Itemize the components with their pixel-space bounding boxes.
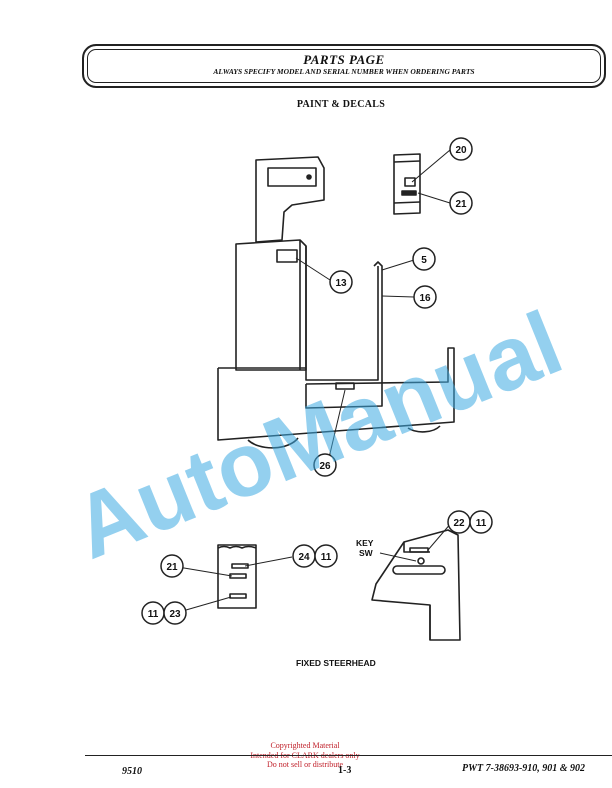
callout-22: 22	[453, 518, 465, 529]
callout-5: 5	[421, 255, 427, 266]
callout-11: 11	[321, 552, 332, 563]
key-switch-label-line2: SW	[359, 548, 374, 558]
steerhead-left-view	[217, 544, 257, 609]
inset-top-panel	[393, 153, 421, 215]
callout-11: 11	[148, 609, 159, 620]
callout-26: 26	[319, 461, 331, 472]
key-switch-label-line1: KEY	[356, 538, 374, 548]
footer-model: PWT 7-38693-910, 901 & 902	[462, 763, 586, 774]
page-number: 1-3	[338, 765, 352, 776]
rear-panel	[305, 246, 379, 381]
section-title: PAINT & DECALS	[296, 99, 386, 110]
callout-21: 21	[455, 199, 467, 210]
callout-11: 11	[476, 518, 487, 529]
figure-caption: FIXED STEERHEAD	[296, 658, 376, 668]
parts-page-header: PARTS PAGE ALWAYS SPECIFY MODEL AND SERI…	[82, 44, 606, 88]
callout-20: 20	[455, 145, 467, 156]
header-subtitle: ALWAYS SPECIFY MODEL AND SERIAL NUMBER W…	[213, 67, 475, 76]
callout-23: 23	[169, 609, 181, 620]
callout-21: 21	[166, 562, 178, 573]
stamp-line-1: Copyrighted Material	[270, 741, 340, 750]
stamp-line-3: Do not sell or distribute	[267, 760, 343, 769]
truck-body	[235, 239, 307, 371]
steerhead-shape	[255, 156, 325, 243]
left-wheel	[247, 437, 299, 449]
right-wheel	[407, 425, 441, 433]
chassis-decal-26	[335, 382, 355, 390]
chassis	[217, 347, 455, 441]
footer-rule	[85, 755, 612, 756]
steerhead-decal	[267, 167, 317, 187]
steerhead-right-view	[371, 529, 461, 641]
footer-code: 9510	[122, 766, 142, 777]
header-title: PARTS PAGE	[303, 52, 385, 67]
callout-16: 16	[419, 293, 431, 304]
callout-13: 13	[335, 278, 347, 289]
body-decal-13	[276, 249, 298, 263]
callout-24: 24	[298, 552, 310, 563]
